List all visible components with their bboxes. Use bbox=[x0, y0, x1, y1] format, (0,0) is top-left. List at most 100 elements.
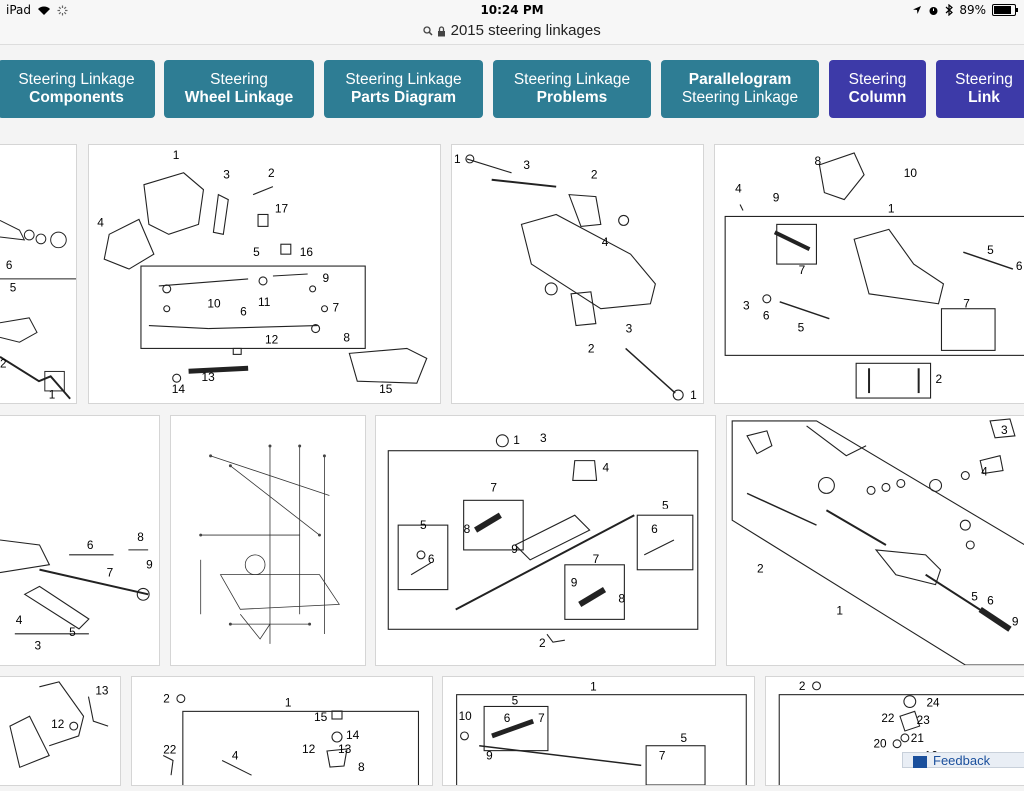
image-result[interactable]: 8 10 9 4 1 5 7 3 6 5 7 2 6 bbox=[714, 144, 1024, 404]
callout-label: 5 bbox=[798, 321, 805, 335]
callout-label: 7 bbox=[593, 552, 600, 566]
callout-label: 5 bbox=[10, 282, 17, 295]
image-result[interactable]: 1 5 10 6 7 9 5 7 bbox=[442, 676, 755, 786]
image-result[interactable]: 6 5 2 1 bbox=[0, 144, 77, 404]
callout-label: 5 bbox=[420, 518, 427, 532]
thumb-overlay-labels: 15 14 12 13 8 bbox=[302, 701, 382, 786]
image-result[interactable]: 2 24 22 23 21 20 16 bbox=[765, 676, 1024, 786]
callout-label: 10 bbox=[904, 166, 918, 180]
image-result[interactable] bbox=[170, 415, 366, 666]
callout-label: 9 bbox=[146, 558, 153, 572]
callout-label: 8 bbox=[137, 530, 144, 544]
callout-label: 3 bbox=[223, 168, 230, 182]
chip-line1: Steering bbox=[955, 71, 1013, 88]
image-result[interactable]: 13 12 bbox=[0, 676, 121, 786]
callout-label: 6 bbox=[428, 552, 435, 566]
callout-label: 8 bbox=[464, 522, 471, 536]
callout-label: 2 bbox=[0, 358, 7, 371]
callout-label: 5 bbox=[680, 732, 687, 745]
image-result[interactable]: 1 3 2 17 4 5 16 9 10 11 7 6 8 12 13 14 1… bbox=[88, 144, 441, 404]
callout-label: 2 bbox=[588, 341, 595, 355]
chip-line2: Parts Diagram bbox=[350, 89, 457, 106]
battery-icon bbox=[992, 4, 1018, 16]
callout-label: 7 bbox=[659, 749, 666, 762]
callout-label: 1 bbox=[513, 433, 520, 447]
callout-label: 22 bbox=[163, 744, 176, 757]
callout-label: 15 bbox=[314, 710, 328, 724]
parts-diagram-image: 1 3 2 4 3 2 1 bbox=[454, 152, 697, 402]
chip-line1: Steering Linkage bbox=[345, 71, 462, 88]
callout-label: 1 bbox=[590, 681, 597, 694]
wifi-icon bbox=[38, 6, 51, 15]
image-result-overlay bbox=[300, 701, 301, 702]
callout-label: 7 bbox=[107, 566, 114, 580]
callout-label: 7 bbox=[332, 301, 339, 315]
callout-label: 6 bbox=[87, 538, 94, 552]
callout-label: 3 bbox=[1001, 423, 1008, 437]
callout-label: 1 bbox=[285, 696, 292, 709]
callout-label: 9 bbox=[486, 749, 493, 762]
callout-label: 3 bbox=[626, 322, 633, 336]
bluetooth-icon bbox=[945, 4, 954, 16]
parts-diagram-image: 13 12 bbox=[9, 681, 109, 769]
device-name: iPad bbox=[6, 3, 32, 17]
chip-line2: Link bbox=[968, 89, 1000, 106]
callout-label: 6 bbox=[1016, 259, 1023, 273]
image-results-grid: 6 5 2 1 1 bbox=[0, 128, 1024, 786]
callout-label: 20 bbox=[873, 738, 887, 751]
callout-label: 8 bbox=[358, 760, 365, 774]
search-icon bbox=[423, 26, 433, 36]
callout-label: 1 bbox=[836, 603, 843, 617]
callout-label: 4 bbox=[603, 461, 610, 475]
callout-label: 1 bbox=[173, 148, 180, 162]
chip-line1: Steering Linkage bbox=[18, 71, 135, 88]
image-result[interactable]: 3 4 2 5 6 9 1 bbox=[726, 415, 1024, 666]
callout-label: 5 bbox=[69, 625, 76, 639]
callout-label: 5 bbox=[512, 694, 519, 707]
feedback-label: Feedback bbox=[933, 753, 991, 768]
callout-label: 4 bbox=[735, 182, 742, 196]
callout-label: 4 bbox=[602, 235, 609, 249]
callout-label: 6 bbox=[987, 593, 994, 607]
chip-line2: Steering Linkage bbox=[681, 89, 799, 106]
parts-diagram-image: 1 5 10 6 7 9 5 7 bbox=[456, 681, 747, 785]
overlay-placeholder bbox=[300, 701, 301, 702]
callout-label: 2 bbox=[591, 168, 598, 182]
callout-label: 8 bbox=[618, 592, 625, 606]
callout-label: 16 bbox=[300, 245, 314, 259]
callout-label: 10 bbox=[459, 710, 473, 723]
callout-label: 2 bbox=[268, 166, 275, 180]
feedback-icon bbox=[913, 756, 927, 768]
callout-label: 1 bbox=[454, 152, 461, 166]
chip-line2: Column bbox=[848, 89, 907, 106]
callout-label: 8 bbox=[343, 330, 350, 344]
callout-label: 7 bbox=[538, 712, 545, 725]
address-bar[interactable]: 2015 steering linkages bbox=[0, 20, 1024, 45]
chip-line1: Steering Linkage bbox=[513, 71, 631, 88]
callout-label: 1 bbox=[690, 388, 697, 402]
parts-diagram-image: 2 1 22 4 bbox=[162, 693, 420, 785]
image-result[interactable]: 1 3 2 4 3 2 1 bbox=[451, 144, 704, 404]
callout-label: 2 bbox=[799, 680, 806, 693]
image-result[interactable]: 1 3 4 7 5 8 6 9 5 6 7 9 8 2 bbox=[375, 415, 716, 666]
callout-label: 4 bbox=[981, 465, 988, 479]
callout-label: 6 bbox=[651, 522, 658, 536]
callout-label: 3 bbox=[540, 431, 547, 445]
lock-icon bbox=[438, 25, 446, 37]
image-result[interactable]: 2 1 22 4 bbox=[131, 676, 433, 786]
chip-line1: Steering bbox=[210, 71, 268, 88]
callout-label: 8 bbox=[814, 154, 821, 168]
callout-label: 4 bbox=[232, 749, 239, 762]
callout-label: 7 bbox=[799, 263, 806, 277]
image-result[interactable]: 6 8 7 9 4 5 3 bbox=[0, 415, 160, 666]
feedback-button[interactable]: Feedback bbox=[902, 752, 1024, 768]
callout-label: 2 bbox=[163, 693, 170, 706]
